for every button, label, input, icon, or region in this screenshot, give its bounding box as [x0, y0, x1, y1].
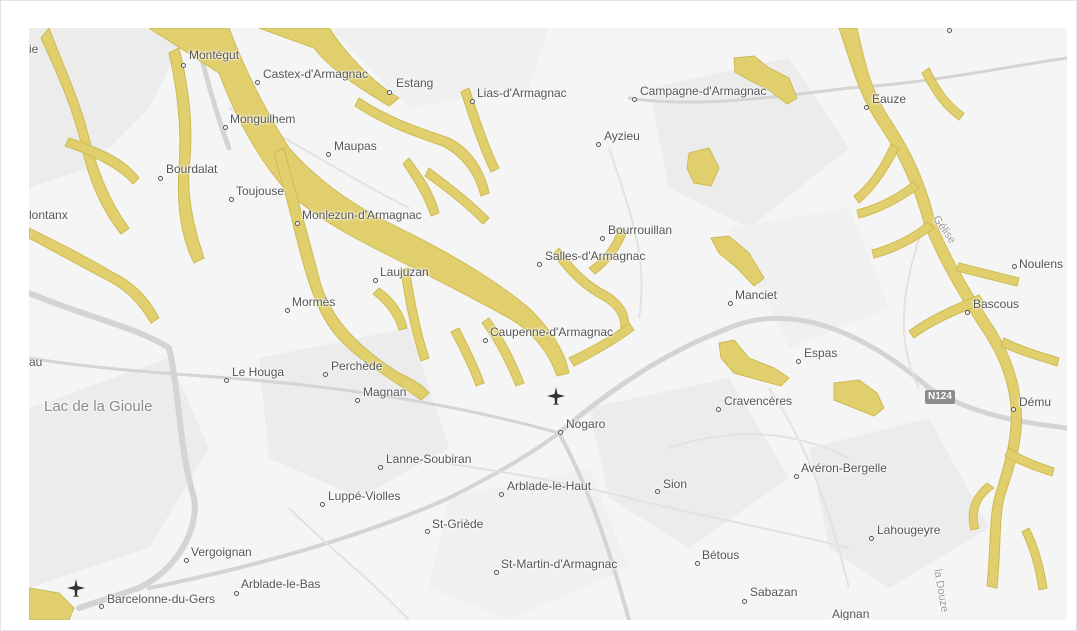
- place-dot: [716, 407, 721, 412]
- minor-roads: [228, 107, 930, 620]
- place-dot: [483, 338, 488, 343]
- place-label-aignan: Aignan: [832, 607, 870, 620]
- place-label-montanx: lontanx: [29, 208, 68, 222]
- place-label-castex: Castex-d'Armagnac: [263, 67, 368, 81]
- place-label-st-griede: St-Griède: [432, 517, 484, 531]
- place-label-monguilhem: Monguilhem: [230, 112, 296, 126]
- place-label-perchede: Perchède: [331, 359, 383, 373]
- place-dot: [378, 465, 383, 470]
- place-dot: [600, 236, 605, 241]
- place-dot: [869, 536, 874, 541]
- place-label-noulens: Noulens: [1019, 257, 1064, 271]
- place-label-au: au: [29, 355, 43, 369]
- place-dot: [537, 262, 542, 267]
- airport-icon[interactable]: [65, 577, 87, 599]
- place-label-bourrouillan: Bourrouillan: [608, 223, 673, 237]
- place-dot: [158, 176, 163, 181]
- place-dot: [794, 474, 799, 479]
- place-label-st-martin: St-Martin-d'Armagnac: [501, 557, 618, 571]
- place-label-montegut: Montégut: [189, 48, 240, 62]
- place-label-betous: Bétous: [702, 548, 740, 562]
- place-label-maupas: Maupas: [334, 139, 377, 153]
- place-label-campagne: Campagne-d'Armagnac: [640, 84, 767, 98]
- place-dot: [184, 558, 189, 563]
- map-base-layer: [29, 28, 1067, 620]
- place-label-ie: ie: [29, 42, 39, 56]
- place-dot: [99, 604, 104, 609]
- map-canvas[interactable]: N124: [29, 28, 1067, 620]
- place-label-caupenne: Caupenne-d'Armagnac: [490, 325, 614, 339]
- place-dot: [499, 492, 504, 497]
- place-dot: [796, 359, 801, 364]
- road-shield-n124: N124: [925, 390, 955, 404]
- place-dot: [655, 489, 660, 494]
- place-dot: [355, 398, 360, 403]
- place-label-espas: Espas: [804, 346, 838, 360]
- place-label-vergoignan: Vergoignan: [191, 545, 252, 559]
- airport-icon[interactable]: [545, 385, 567, 407]
- place-label-lias: Lias-d'Armagnac: [477, 86, 567, 100]
- place-dot: [285, 308, 290, 313]
- place-label-eauze: Eauze: [872, 92, 907, 106]
- place-label-luppe-violles: Luppé-Violles: [328, 489, 401, 503]
- place-dot: [1011, 407, 1016, 412]
- terrain-shading: [29, 28, 989, 588]
- place-label-magnan: Magnan: [363, 385, 407, 399]
- place-dot: [320, 502, 325, 507]
- place-dot: [224, 378, 229, 383]
- place-label-cravenceres: Cravencères: [724, 394, 793, 408]
- place-dot: [255, 80, 260, 85]
- place-dot: [326, 152, 331, 157]
- place-dot: [965, 310, 970, 315]
- place-dot: [181, 63, 186, 68]
- place-dot: [864, 105, 869, 110]
- place-dot: [947, 28, 952, 33]
- place-label-lanne-soubiran: Lanne-Soubiran: [386, 452, 472, 466]
- place-dot: [373, 278, 378, 283]
- place-dot: [323, 372, 328, 377]
- place-label-mormes: Mormès: [292, 295, 336, 309]
- place-dot: [632, 97, 637, 102]
- place-label-sion: Sion: [663, 477, 688, 491]
- place-dot: [596, 142, 601, 147]
- place-label-lahougeyre: Lahougeyre: [877, 523, 941, 537]
- lake-label: Lac de la Gioule: [44, 398, 153, 415]
- place-dot: [387, 90, 392, 95]
- place-dot: [728, 301, 733, 306]
- place-label-barcelonne: Barcelonne-du-Gers: [107, 592, 216, 606]
- place-label-le-houga: Le Houga: [232, 365, 285, 379]
- flood-zones: [29, 28, 1060, 620]
- place-label-monlezun: Monlezun-d'Armagnac: [302, 208, 422, 222]
- place-label-salles: Salles-d'Armagnac: [545, 249, 646, 263]
- place-label-bascous: Bascous: [973, 297, 1020, 311]
- place-label-bourdalat: Bourdalat: [166, 162, 218, 176]
- place-dot: [223, 125, 228, 130]
- place-dot: [558, 430, 563, 435]
- place-dot: [425, 529, 430, 534]
- place-dot: [229, 197, 234, 202]
- place-label-sabazan: Sabazan: [750, 585, 798, 599]
- place-label-estang: Estang: [396, 76, 434, 90]
- place-dot: [295, 221, 300, 226]
- place-label-arblade-le-bas: Arblade-le-Bas: [241, 577, 321, 591]
- place-label-arblade-le-haut: Arblade-le-Haut: [507, 479, 592, 493]
- place-label-manciet: Manciet: [735, 288, 778, 302]
- place-dot: [742, 599, 747, 604]
- place-label-laujuzan: Laujuzan: [380, 265, 429, 279]
- place-label-ayzieu: Ayzieu: [604, 129, 640, 143]
- place-dot: [1012, 264, 1017, 269]
- place-label-nogaro: Nogaro: [566, 417, 606, 431]
- place-dot: [494, 570, 499, 575]
- place-dot: [234, 591, 239, 596]
- place-label-averon-bergelle: Avéron-Bergelle: [801, 461, 887, 475]
- place-label-demu: Dému: [1019, 395, 1052, 409]
- terrain-light: [329, 28, 889, 620]
- place-dot: [470, 99, 475, 104]
- place-dot: [695, 561, 700, 566]
- place-label-toujouse: Toujouse: [236, 184, 285, 198]
